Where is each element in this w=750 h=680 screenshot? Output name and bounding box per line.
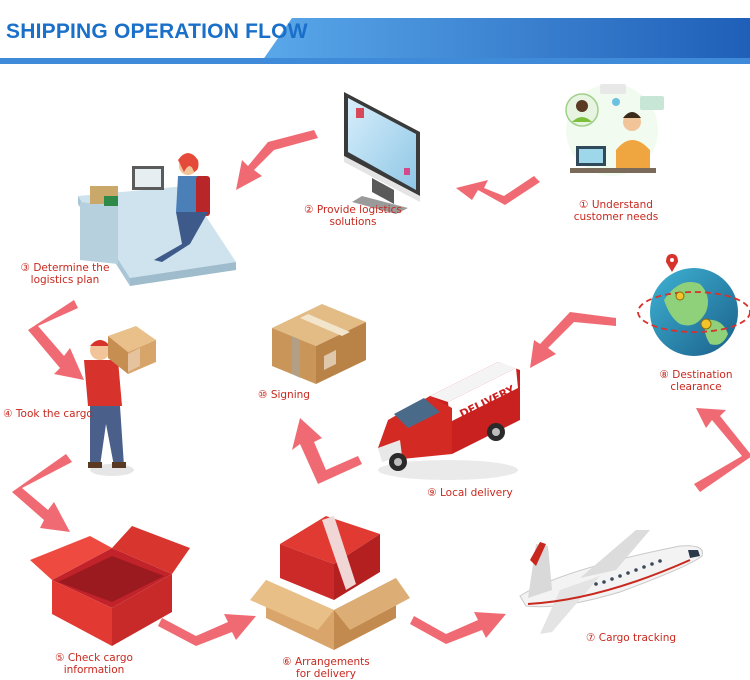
packed-box-icon [250, 516, 410, 650]
step-label-10: ⑩ Signing [258, 389, 310, 401]
step-label-8: ⑧ Destination clearance [659, 369, 733, 393]
banner-background [0, 18, 750, 64]
courier-carrying-box-icon [84, 326, 156, 476]
step-label-9: ⑨ Local delivery [427, 487, 513, 499]
flow-arrow [12, 454, 72, 532]
step-label-7: ⑦ Cargo tracking [585, 632, 677, 644]
page-title: SHIPPING OPERATION FLOW [6, 20, 308, 43]
step-label-5: ⑤ Check cargo information [55, 652, 133, 676]
flow-arrow [292, 418, 362, 484]
flow-arrow [530, 312, 616, 368]
open-box-icon [30, 526, 190, 646]
flow-arrow [236, 130, 318, 190]
support-agent-icon [565, 84, 664, 176]
flow-arrow [28, 300, 84, 380]
flow-arrow [158, 614, 256, 646]
step-label-2: ② Provide logistics solutions [304, 204, 402, 228]
step-label-1: ① Understand customer needs [573, 199, 659, 223]
step-label-4: ④ Took the cargo [3, 408, 93, 420]
airplane-icon [519, 530, 704, 634]
step-label-3: ③ Determine the logistics plan [20, 262, 110, 286]
office-desk-icon [78, 153, 236, 286]
flow-arrow [410, 612, 506, 644]
flow-arrow [694, 408, 750, 492]
computer-monitor-icon [344, 92, 420, 214]
header-banner: SHIPPING OPERATION FLOW [0, 0, 750, 64]
flow-arrow [456, 176, 540, 205]
globe-icon [637, 254, 750, 356]
step-label-6: ⑥ Arrangements for delivery [282, 656, 370, 680]
delivery-van-icon: DELIVERY [378, 362, 520, 480]
sealed-box-icon [272, 304, 366, 384]
